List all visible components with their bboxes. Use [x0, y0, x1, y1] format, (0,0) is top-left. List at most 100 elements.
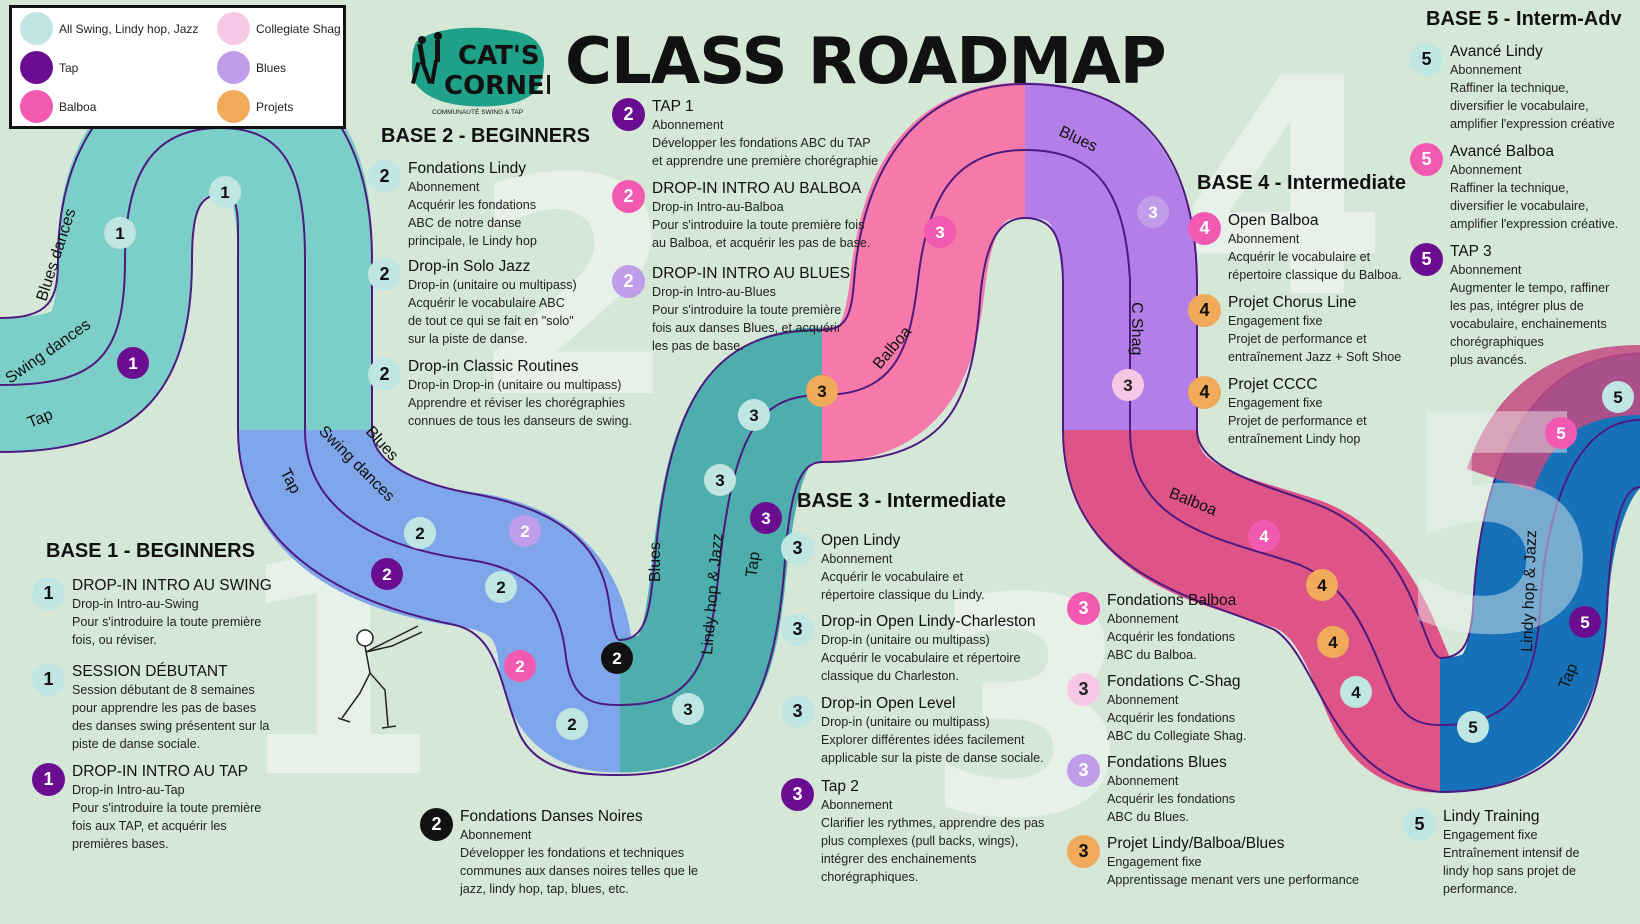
class-description: Abonnement Acquérir les fondations ABC d…	[1107, 693, 1247, 743]
class-name: Avancé Lindy	[1450, 43, 1543, 60]
legend-swatch	[217, 90, 250, 123]
road-marker-label: 4	[1351, 683, 1361, 702]
logo-tagline: COMMUNAUTÉ SWING & TAP	[432, 107, 523, 116]
level-badge: 1	[32, 577, 65, 610]
class-description: Drop-in Intro-au-Balboa Pour s'introduir…	[652, 200, 871, 250]
level-badge: 2	[612, 265, 645, 298]
legend-item-shag: Collegiate Shag	[217, 12, 341, 45]
road-marker	[404, 517, 436, 549]
class-name: DROP-IN INTRO AU TAP	[72, 763, 248, 780]
road-marker-label: 5	[1580, 613, 1589, 632]
class-description: Drop-in Intro-au-Tap Pour s'introduire l…	[72, 783, 262, 851]
class-name: Drop-in Open Level	[821, 695, 956, 712]
road-marker	[601, 642, 633, 674]
class-name: Fondations Blues	[1107, 754, 1227, 771]
class-name: Drop-in Classic Routines	[408, 358, 579, 375]
class-description: Abonnement Développer les fondations ABC…	[652, 118, 879, 168]
class-description: Drop-in Drop-in (unitaire ou multipass) …	[408, 378, 633, 428]
road-marker	[209, 176, 241, 208]
road-marker	[1569, 606, 1601, 638]
road-marker	[924, 216, 956, 248]
level-badge: 2	[368, 358, 401, 391]
road-marker-label: 5	[1613, 388, 1622, 407]
level-badge: 5	[1410, 43, 1443, 76]
class-name: Projet Chorus Line	[1228, 294, 1357, 311]
road-marker-label: 2	[382, 565, 391, 584]
road-marker	[672, 693, 704, 725]
page-title: CLASS ROADMAP	[565, 25, 1167, 99]
road-marker-label: 2	[567, 715, 576, 734]
class-name: DROP-IN INTRO AU BALBOA	[652, 180, 862, 197]
road-marker-label: 3	[817, 382, 826, 401]
road-marker	[1317, 626, 1349, 658]
level-badge: 3	[781, 778, 814, 811]
class-name: Open Balboa	[1228, 212, 1319, 229]
level-badge: 5	[1410, 243, 1443, 276]
level-badge: 3	[1067, 592, 1100, 625]
base-2-title: BASE 2 - BEGINNERS	[381, 125, 590, 147]
level-badge: 4	[1188, 376, 1221, 409]
road-marker	[1137, 196, 1169, 228]
class-description: Engagement fixe Projet de performance et…	[1228, 396, 1367, 446]
road-marker	[504, 650, 536, 682]
class-description: Engagement fixe Apprentissage menant ver…	[1107, 855, 1360, 887]
legend-swatch	[20, 12, 53, 45]
road-marker	[704, 464, 736, 496]
class-name: Projet CCCC	[1228, 376, 1318, 393]
road-marker-label: 1	[128, 354, 137, 373]
class-description: Drop-in Intro-au-Blues Pour s'introduire…	[652, 285, 842, 353]
level-badge: 3	[781, 613, 814, 646]
class-description: Drop-in (unitaire ou multipass) Acquérir…	[408, 278, 577, 346]
road-marker-label: 4	[1328, 633, 1338, 652]
road-marker	[1112, 369, 1144, 401]
legend-label: Balboa	[59, 99, 97, 114]
class-name: Fondations Danses Noires	[460, 808, 643, 825]
level-badge: 3	[781, 532, 814, 565]
class-name: Projet Lindy/Balboa/Blues	[1107, 835, 1285, 852]
road-marker-label: 3	[715, 471, 724, 490]
class-name: Fondations C-Shag	[1107, 673, 1241, 690]
legend-label: Collegiate Shag	[256, 21, 341, 36]
level-badge: 2	[420, 808, 453, 841]
level-badge: 2	[612, 180, 645, 213]
road-marker-label: 2	[612, 649, 621, 668]
road-marker-label: 2	[515, 657, 524, 676]
bg-number-4: 4	[1180, 15, 1389, 364]
class-description: Abonnement Développer les fondations et …	[460, 828, 699, 896]
road-marker	[1602, 381, 1634, 413]
road-marker-label: 2	[496, 578, 505, 597]
road-marker	[1340, 676, 1372, 708]
road-marker-label: 2	[520, 522, 529, 541]
road-marker-label: 2	[415, 524, 424, 543]
class-description: Session débutant de 8 semaines pour appr…	[72, 683, 270, 751]
legend-swatch	[217, 12, 250, 45]
road-label-tap-3: Tap	[743, 551, 763, 579]
road-marker-label: 3	[761, 509, 770, 528]
legend-label: Tap	[59, 60, 79, 75]
level-badge: 5	[1410, 143, 1443, 176]
road-marker	[750, 502, 782, 534]
base-4-title: BASE 4 - Intermediate	[1197, 172, 1406, 194]
class-description: Abonnement Augmenter le tempo, raffiner …	[1450, 263, 1610, 367]
bg-number-5: 5	[1395, 352, 1604, 701]
logo-line1: CAT'S	[458, 41, 540, 71]
legend-label: All Swing, Lindy hop, Jazz	[59, 21, 199, 36]
class-description: Abonnement Clarifier les rythmes, appren…	[821, 798, 1045, 884]
road-marker	[738, 399, 770, 431]
road-label-lindy-jazz-2: Lindy hop & Jazz	[1519, 530, 1540, 652]
road-marker-label: 3	[1123, 376, 1132, 395]
level-badge: 3	[1067, 835, 1100, 868]
